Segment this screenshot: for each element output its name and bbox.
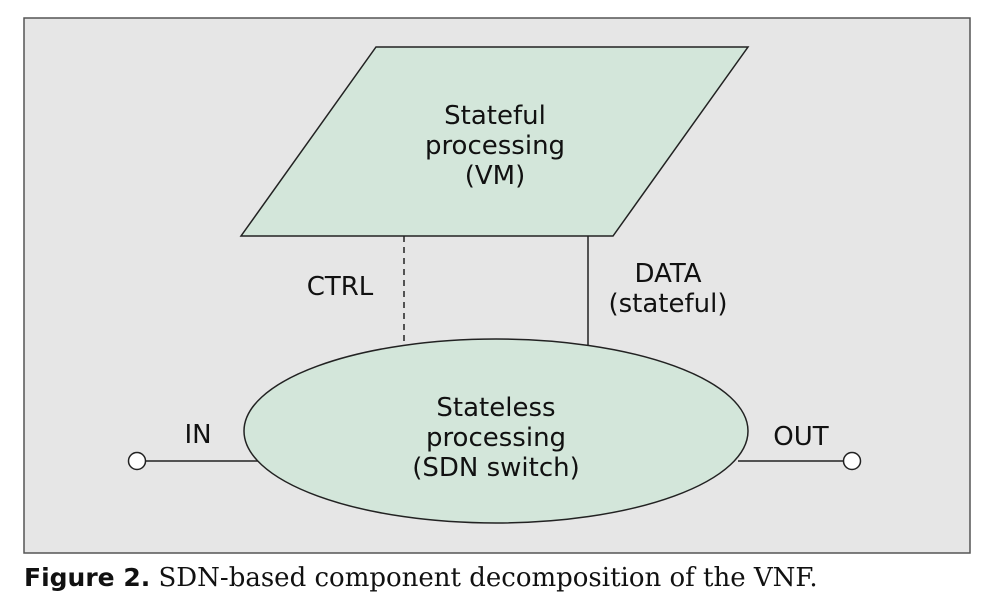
data-link-label-line-1: DATA (635, 259, 702, 289)
figure-caption: Figure 2. SDN-based component decomposit… (24, 563, 974, 593)
vm-parallelogram (239, 46, 750, 237)
caption-figure-number: Figure 2. (24, 563, 151, 592)
output-port-terminal (842, 451, 862, 471)
output-port-label: OUT (773, 422, 828, 452)
data-link-label-line-2: (stateful) (608, 289, 727, 319)
ctrl-link-label: CTRL (307, 272, 374, 302)
switch-ellipse (243, 338, 749, 524)
switch-label-line-3: (SDN switch) (412, 453, 580, 483)
vm-label-line-1: Stateful (444, 101, 546, 131)
caption-text: SDN-based component decomposition of the… (150, 563, 818, 593)
vm-label-line-2: processing (425, 131, 565, 161)
vm-label-line-3: (VM) (465, 161, 526, 191)
switch-label-line-1: Stateless (436, 393, 555, 423)
input-port-label: IN (184, 420, 211, 450)
switch-label-line-2: processing (426, 423, 566, 453)
input-port-terminal (127, 451, 147, 471)
